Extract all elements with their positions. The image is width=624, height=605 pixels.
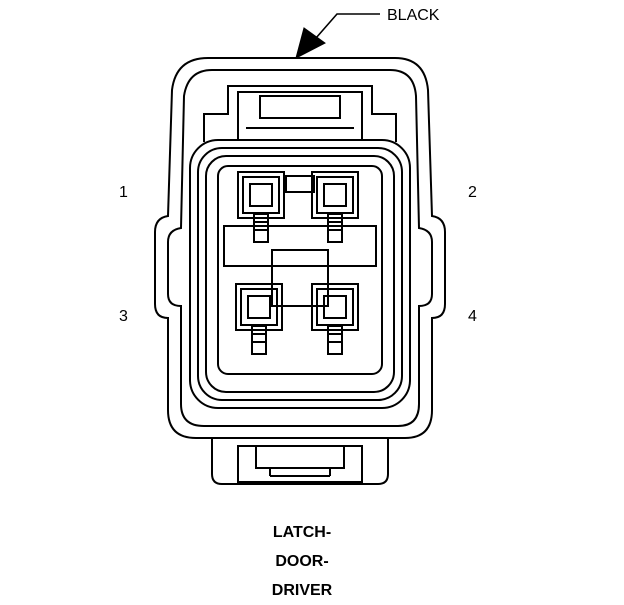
seal-ring-3 bbox=[206, 156, 394, 392]
wire-color-label: BLACK bbox=[387, 7, 440, 24]
connector-name-line-2: DOOR- bbox=[275, 553, 329, 570]
connector-housing-outer bbox=[155, 58, 445, 438]
connector-housing-inner bbox=[168, 70, 432, 426]
terminal-face bbox=[218, 166, 382, 374]
bottom-latch bbox=[212, 438, 388, 484]
top-latch bbox=[204, 86, 396, 142]
connector-name-line-3: DRIVER bbox=[271, 582, 333, 599]
pin-number-1: 1 bbox=[119, 184, 128, 201]
connector-name-line-1: LATCH- bbox=[272, 524, 332, 541]
pin-number-3: 3 bbox=[119, 308, 128, 325]
leader-line bbox=[316, 14, 380, 38]
cavity-crossbar bbox=[224, 226, 376, 266]
pin-number-2: 2 bbox=[468, 184, 477, 201]
center-web-top bbox=[286, 176, 314, 192]
connector-name: LATCH- DOOR- DRIVER bbox=[212, 518, 392, 605]
seal-ring-2 bbox=[198, 148, 402, 400]
terminal-cavity-1 bbox=[238, 172, 284, 242]
terminal-cavity-2 bbox=[312, 172, 358, 242]
center-web bbox=[272, 250, 328, 306]
terminal-cavity-4 bbox=[312, 284, 358, 354]
leader-arrowhead bbox=[296, 28, 325, 58]
seal-ring-1 bbox=[190, 140, 410, 408]
terminal-cavity-3 bbox=[236, 284, 282, 354]
pin-number-4: 4 bbox=[468, 308, 477, 325]
